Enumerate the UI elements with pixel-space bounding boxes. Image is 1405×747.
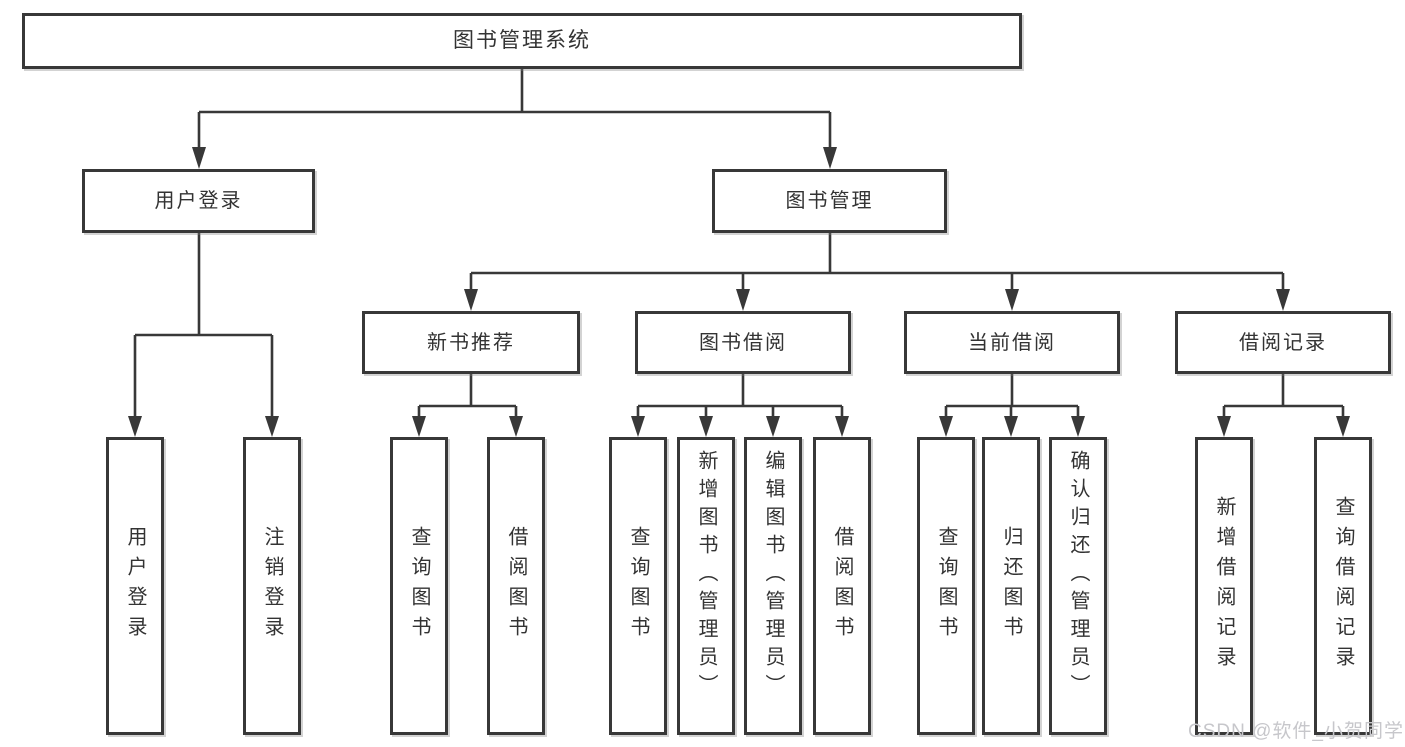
leaf-add-book-admin: 新增图书（管理员） bbox=[677, 437, 735, 735]
arrowheads bbox=[128, 147, 1350, 437]
node-book-borrow: 图书借阅 bbox=[635, 311, 851, 374]
node-current-borrow: 当前借阅 bbox=[904, 311, 1120, 374]
node-new-book-recommend: 新书推荐 bbox=[362, 311, 580, 374]
connector-lines bbox=[133, 69, 1345, 418]
leaf-confirm-return-admin: 确认归还（管理员） bbox=[1049, 437, 1107, 735]
leaf-user-login: 用户登录 bbox=[106, 437, 164, 735]
leaf-query-borrow-record: 查询借阅记录 bbox=[1314, 437, 1372, 735]
leaf-query-book-current: 查询图书 bbox=[917, 437, 975, 735]
csdn-watermark: CSDN @软件_小贺同学 bbox=[1188, 721, 1404, 742]
leaf-borrow-book-recommend: 借阅图书 bbox=[487, 437, 545, 735]
leaf-borrow-book: 借阅图书 bbox=[813, 437, 871, 735]
node-book-management: 图书管理 bbox=[712, 169, 947, 233]
leaf-query-book-recommend: 查询图书 bbox=[390, 437, 448, 735]
node-user-login: 用户登录 bbox=[82, 169, 315, 233]
leaf-logout: 注销登录 bbox=[243, 437, 301, 735]
node-root: 图书管理系统 bbox=[22, 13, 1022, 69]
leaf-edit-book-admin: 编辑图书（管理员） bbox=[744, 437, 802, 735]
leaf-return-book: 归还图书 bbox=[982, 437, 1040, 735]
node-borrow-records: 借阅记录 bbox=[1175, 311, 1391, 374]
leaf-query-book-borrow: 查询图书 bbox=[609, 437, 667, 735]
leaf-add-borrow-record: 新增借阅记录 bbox=[1195, 437, 1253, 735]
